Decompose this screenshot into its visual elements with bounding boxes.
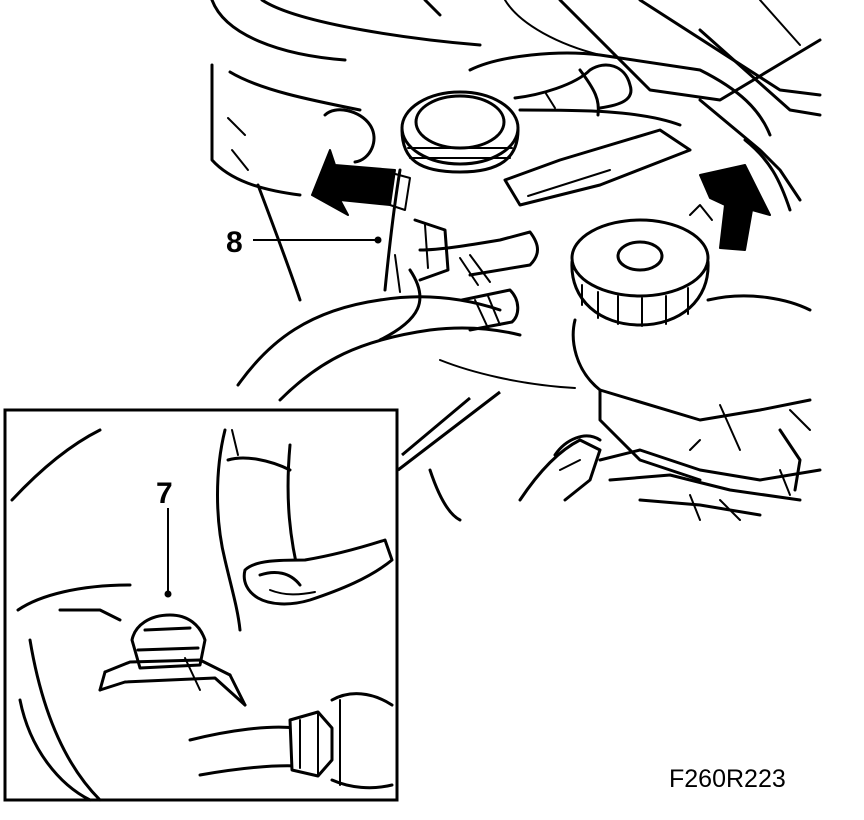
detail-inset: 7 [3, 390, 501, 802]
callout-8: 8 [226, 226, 382, 259]
arrow-up-icon [689, 164, 771, 251]
figure-id: F260R223 [669, 765, 786, 793]
hose-clip [98, 613, 247, 707]
engine-bay-view [210, 0, 822, 522]
callout-7: 7 [156, 477, 173, 598]
callout-7-label: 7 [156, 477, 173, 510]
hand-illustration [242, 538, 394, 606]
callout-8-label: 8 [226, 226, 243, 259]
bolt-fitting [188, 692, 394, 790]
reservoir-cap [570, 218, 710, 327]
arrow-left-icon [311, 149, 411, 216]
